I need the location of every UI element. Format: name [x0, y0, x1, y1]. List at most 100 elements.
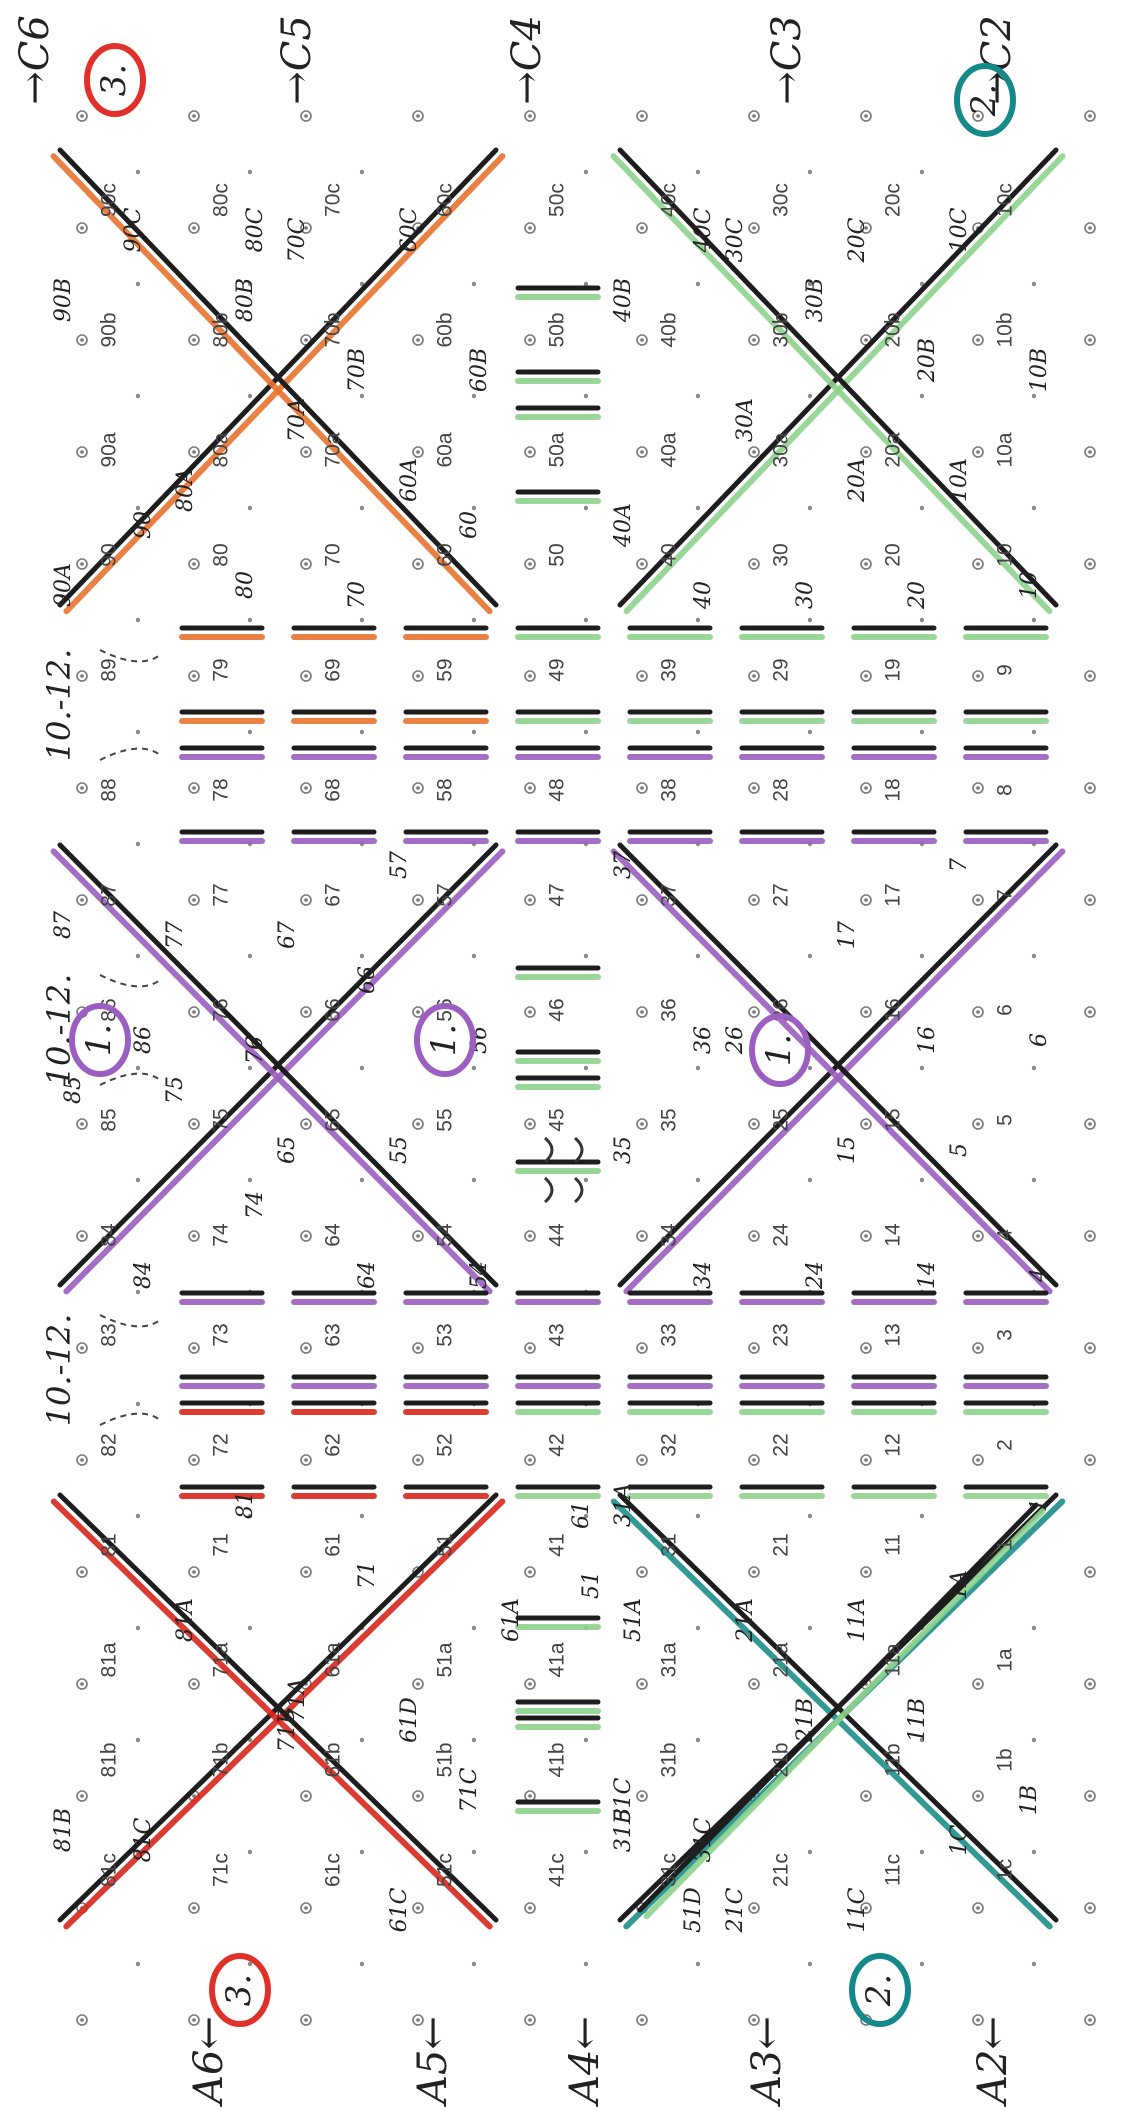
grid-dot-small [360, 170, 364, 174]
grid-dot-center [976, 1346, 980, 1350]
grid-dot-center [1088, 1458, 1092, 1462]
cell-label: 60c [434, 183, 457, 217]
grid-dot-small [1032, 1962, 1036, 1966]
grid-dot-small [136, 1738, 140, 1742]
cell-label: 5 [994, 1114, 1017, 1126]
handwritten-note: 60 [457, 511, 482, 539]
cell-label: 90 [98, 543, 121, 566]
handwritten-note: 5 [947, 1143, 972, 1157]
cell-label: 64 [322, 1223, 345, 1247]
cell-label: 50a [546, 432, 569, 467]
cell-label: 12 [882, 1433, 905, 1456]
grid-dot-center [304, 674, 308, 678]
grid-dot-center [864, 1570, 868, 1574]
grid-dot-small [1032, 506, 1036, 510]
edge-label-left: A3← [744, 2016, 790, 2108]
grid-dot-center [640, 1010, 644, 1014]
grid-dot-small [584, 1738, 588, 1742]
grid-dot-small [136, 1290, 140, 1294]
handwritten-note: 31B [611, 1808, 636, 1852]
handwritten-note: 70A [285, 398, 310, 442]
handwritten-note: 71C [457, 1767, 482, 1812]
grid-dot-small [920, 618, 924, 622]
grid-dot-small [360, 954, 364, 958]
grid-dot-center [416, 450, 420, 454]
grid-dot-center [416, 786, 420, 790]
cell-label: 29 [770, 658, 793, 681]
handwritten-note: 20A [845, 458, 870, 503]
grid-dot-center [864, 1458, 868, 1462]
grid-dot-center [1088, 1010, 1092, 1014]
grid-dot-center [528, 114, 532, 118]
handwritten-note: 10C [947, 207, 972, 252]
grid-dot-center [1088, 786, 1092, 790]
handwritten-note: 11B [905, 1698, 930, 1742]
handwritten-note: 61D [397, 1697, 422, 1743]
grid-dot-small [1032, 730, 1036, 734]
cell-label: 11b [882, 1743, 905, 1776]
handwritten-note: 35 [611, 1136, 636, 1164]
grid-dot-small [136, 282, 140, 286]
handwritten-note: 80A [173, 468, 198, 512]
grid-dot-center [80, 2018, 84, 2022]
handwritten-note: 86 [131, 1026, 156, 1054]
grid-dot-center [752, 1010, 756, 1014]
cell-label: 60b [434, 312, 457, 347]
edge-label-left: A5← [410, 2016, 456, 2108]
handwritten-note: 61A [499, 1598, 524, 1642]
grid-dot-small [808, 1514, 812, 1518]
grid-dot-small [360, 1066, 364, 1070]
cell-label: 81 [98, 1533, 121, 1556]
grid-dot-center [528, 1458, 532, 1462]
handwritten-note: 70B [345, 348, 370, 392]
grid-dot-center [80, 898, 84, 902]
grid-dot-center [192, 1010, 196, 1014]
grid-dot-center [752, 1122, 756, 1126]
badge-number: 1. [79, 1024, 119, 1056]
grid-dot-center [640, 674, 644, 678]
handwritten-note: 30B [803, 278, 828, 322]
cell-label: 54 [434, 1223, 457, 1247]
cell-label: 27 [770, 883, 793, 906]
grid-dot-small [696, 1178, 700, 1182]
cell-label: 22 [770, 1433, 793, 1456]
cell-label: 50b [546, 312, 569, 347]
cell-label: 67 [322, 883, 345, 906]
grid-dot-small [920, 1850, 924, 1854]
cell-label: 59 [434, 658, 457, 681]
grid-dot-center [528, 1010, 532, 1014]
grid-dot-small [696, 618, 700, 622]
grid-dot-small [136, 1962, 140, 1966]
grid-dot-center [640, 1346, 644, 1350]
cell-label: 51b [434, 1742, 457, 1777]
cell-label: 1b [994, 1748, 1017, 1771]
grid-dot-center [1088, 226, 1092, 230]
handwritten-note: 81 [233, 1491, 258, 1519]
grid-dot-small [808, 394, 812, 398]
grid-dot-center [192, 1346, 196, 1350]
grid-dot-small [472, 954, 476, 958]
handwritten-note: 64 [355, 1261, 380, 1289]
cell-label: 61b [322, 1742, 345, 1777]
handwritten-note: 71B [275, 1708, 300, 1752]
handwritten-note: 31A [611, 1483, 636, 1527]
grid-dot-center [192, 1682, 196, 1686]
grid-dot-small [472, 1626, 476, 1630]
grid-dot-center [528, 1234, 532, 1238]
grid-dot-center [528, 674, 532, 678]
handwritten-note: 15 [835, 1136, 860, 1164]
grid-dot-small [808, 506, 812, 510]
cell-label: 42 [546, 1433, 569, 1456]
grid-dot-center [304, 1010, 308, 1014]
cell-label: 4 [994, 1229, 1017, 1241]
edge-label-left: A4← [562, 2016, 608, 2108]
badge-number: 2. [964, 84, 1004, 117]
handwritten-note: 87 [51, 911, 76, 939]
cell-label: 41 [546, 1533, 569, 1556]
cell-label: 30a [770, 432, 793, 467]
grid-dot-center [752, 1906, 756, 1910]
grid-dot-center [192, 786, 196, 790]
grid-dot-center [864, 114, 868, 118]
cell-label: 84 [98, 1223, 121, 1247]
grid-dot-center [640, 1794, 644, 1798]
